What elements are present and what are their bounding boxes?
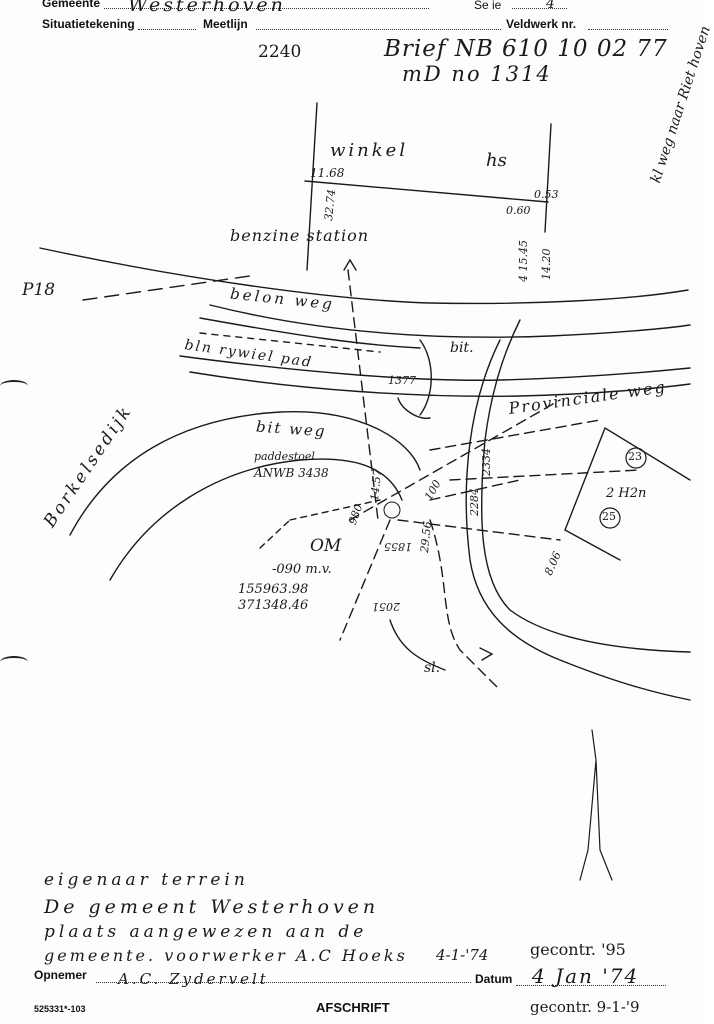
meetlijn-dots [256, 29, 501, 30]
circle-label-23: 23 [628, 450, 642, 463]
label-anwb: ANWB 3438 [254, 466, 329, 480]
footer-date-written: 4-1-'74 [436, 946, 489, 964]
measure-2284: 2284 [468, 488, 481, 516]
belonweg-lower-edge [209, 304, 691, 338]
opnemer-label: Opnemer [34, 968, 87, 982]
triangle-measure [564, 529, 621, 561]
datum-value: 4 Jan '74 [532, 964, 640, 988]
gemeente-dots [104, 8, 429, 9]
situatietekening-label: Situatietekening [42, 17, 135, 31]
measure-line [259, 519, 291, 549]
measure-line [339, 519, 391, 641]
label-hs: hs [486, 150, 507, 171]
afschrift-stamp: AFSCHRIFT [316, 1000, 390, 1015]
serie-dots [512, 8, 567, 9]
measure-060: 0.60 [506, 204, 531, 217]
measure-2051: 2051 [372, 600, 400, 613]
punch-hole-mark [0, 656, 28, 668]
circle-25 [599, 507, 621, 529]
label-coord-y: 371348.46 [238, 598, 309, 613]
opnemer-dots [96, 982, 471, 983]
footer-line-1: eigenaar terrein [44, 870, 249, 890]
belonweg-upper-edge [39, 247, 689, 305]
gemeente-label: Gemeente [42, 0, 101, 10]
provinciale-left-edge [465, 339, 691, 701]
measure-line [289, 499, 381, 521]
measure-053: 0.53 [534, 188, 559, 201]
circle-23 [625, 447, 647, 469]
label-mv: -090 m.v. [272, 562, 332, 577]
label-om: OM [310, 536, 342, 556]
building-front-line [304, 180, 549, 203]
measure-line [397, 519, 561, 541]
serie-value: 4 [546, 0, 555, 12]
label-benzinestation: benzine station [230, 226, 370, 245]
footer-line-2: De gemeent Westerhoven [44, 896, 380, 918]
veldwerk-dots [588, 29, 668, 30]
sheet-number: 2240 [258, 42, 302, 62]
form-code: 525331*-103 [34, 1004, 86, 1014]
gemeente-value: Westerhoven [128, 0, 286, 16]
gecontr-note-2: gecontr. 9-1-'9 [530, 998, 640, 1016]
footpath-curve [389, 619, 446, 671]
label-coord-x: 155963.98 [238, 582, 309, 597]
punch-hole-mark [0, 380, 28, 392]
junction-curve [419, 339, 432, 416]
measure-1420: 14.20 [540, 248, 553, 281]
footpath-edge [429, 519, 501, 691]
measure-line [349, 399, 561, 521]
bitweg-upper-edge [69, 410, 421, 536]
label-bit: bit. [450, 340, 474, 356]
footer-line-4: gemeente. voorwerker A.C Hoeks [44, 946, 408, 965]
bikepath-mid-edge [179, 355, 691, 381]
measure-1168: 11.68 [310, 166, 345, 180]
gecontr-note-1: gecontr. '95 [530, 940, 626, 959]
meetlijn-label: Meetlijn [203, 17, 248, 31]
datum-label: Datum [475, 972, 513, 986]
footer-line-3: plaats aangewezen aan de [44, 922, 368, 942]
label-sl: sl. [424, 660, 441, 676]
measure-1855: 1855 [384, 540, 412, 553]
measure-1377: 1377 [388, 374, 416, 387]
provinciale-right-edge [480, 319, 691, 653]
serie-label: Se ie [474, 0, 502, 12]
measure-1545: 4 15.45 [517, 240, 530, 282]
label-winkel: winkel [330, 140, 409, 161]
brief-reference: Brief NB 610 10 02 77 [384, 36, 668, 62]
label-paddestoel: paddestoel [254, 450, 315, 463]
north-arrow [579, 729, 613, 881]
building-right-wall [544, 123, 552, 233]
measure-line [429, 479, 521, 501]
station-arrow [343, 258, 357, 271]
veldwerk-label: Veldwerk nr. [506, 17, 577, 31]
datum-dots [516, 985, 666, 986]
belonweg-dash [82, 275, 251, 301]
label-p18: P18 [22, 280, 56, 300]
md-reference: mD no 1314 [402, 62, 552, 86]
measure-2334: 2334 [480, 448, 493, 476]
circle-label-25: 25 [602, 510, 616, 523]
road-arrow [479, 647, 494, 661]
bikepath-upper-edge [199, 317, 421, 349]
label-2h2n: 2 H2n [606, 486, 647, 501]
junction-curve-2 [397, 397, 431, 419]
measure-line [429, 419, 601, 451]
building-left-wall [306, 102, 318, 271]
bikepath-lower-edge [189, 371, 691, 397]
opnemer-value: A.C. Zydervelt [118, 970, 269, 988]
measure-line [347, 269, 379, 521]
situatie-dots [138, 29, 196, 30]
measure-line [449, 469, 641, 481]
triangle-measure [564, 426, 691, 531]
dashed-line [199, 332, 381, 353]
bitweg-lower-edge [109, 458, 403, 581]
